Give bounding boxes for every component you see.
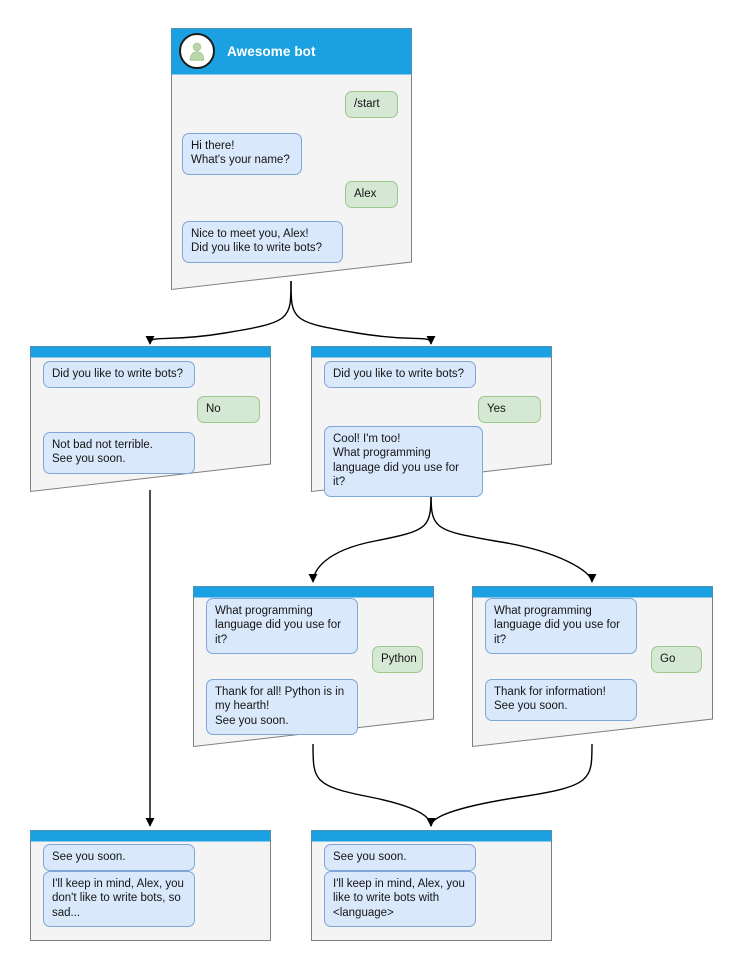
edge-yes-to-go <box>430 488 597 583</box>
node-root[interactable]: Awesome bot /start Hi there! What's your… <box>171 28 412 291</box>
message-bubble-bot[interactable]: Did you like to write bots? <box>43 361 195 389</box>
message-bubble-bot[interactable]: What programming language did you use fo… <box>206 598 358 655</box>
node-end-happy[interactable]: See you soon. I'll keep in mind, Alex, y… <box>311 830 552 941</box>
message-bubble-bot[interactable]: What programming language did you use fo… <box>485 598 637 655</box>
message-bubble-user[interactable]: Yes <box>478 396 541 424</box>
message-bubble-bot[interactable]: Did you like to write bots? <box>324 361 476 389</box>
message-bubble-user[interactable]: Python <box>372 646 423 674</box>
edge-python-to-end-happy <box>312 743 436 827</box>
message-bubble-user[interactable]: /start <box>345 91 398 119</box>
message-bubble-bot[interactable]: Cool! I'm too! What programming language… <box>324 426 483 497</box>
edge-root-to-yes <box>290 280 436 345</box>
message-bubble-user[interactable]: No <box>197 396 260 424</box>
message-bubble-user[interactable]: Go <box>651 646 702 674</box>
message-bubble-bot[interactable]: Hi there! What's your name? <box>182 133 302 175</box>
message-bubble-bot[interactable]: Nice to meet you, Alex! Did you like to … <box>182 221 343 263</box>
message-bubble-bot[interactable]: Thank for all! Python is in my hearth! S… <box>206 679 358 736</box>
chat-header: Awesome bot <box>171 28 412 74</box>
message-bubble-bot[interactable]: See you soon. <box>324 844 476 872</box>
message-bubble-bot[interactable]: Thank for information! See you soon. <box>485 679 637 721</box>
edge-root-to-no <box>145 280 292 345</box>
person-avatar-icon <box>179 33 215 69</box>
message-bubble-bot[interactable]: I'll keep in mind, Alex, you like to wri… <box>324 871 476 928</box>
node-branch-go[interactable]: What programming language did you use fo… <box>472 586 713 748</box>
message-bubble-bot[interactable]: Not bad not terrible. See you soon. <box>43 432 195 474</box>
message-bubble-bot[interactable]: I'll keep in mind, Alex, you don't like … <box>43 871 195 928</box>
edge-go-to-end-happy <box>426 743 593 827</box>
message-bubble-user[interactable]: Alex <box>345 181 398 209</box>
node-branch-python[interactable]: What programming language did you use fo… <box>193 586 434 748</box>
edge-yes-to-python <box>308 488 432 583</box>
node-end-sad[interactable]: See you soon. I'll keep in mind, Alex, y… <box>30 830 271 941</box>
message-bubble-bot[interactable]: See you soon. <box>43 844 195 872</box>
node-branch-yes[interactable]: Did you like to write bots? Yes Cool! I'… <box>311 346 552 497</box>
chat-title: Awesome bot <box>227 43 316 59</box>
node-branch-no[interactable]: Did you like to write bots? No Not bad n… <box>30 346 271 493</box>
